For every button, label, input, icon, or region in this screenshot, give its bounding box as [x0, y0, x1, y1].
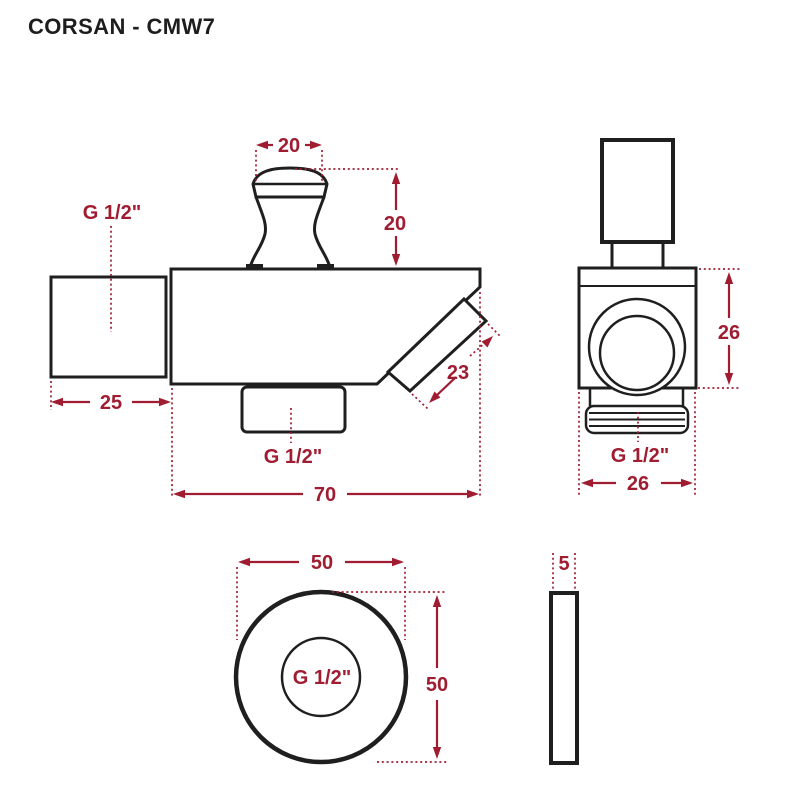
product-title: CORSAN - CMW7 — [28, 14, 216, 39]
dim-knob-width-label: 20 — [278, 135, 300, 157]
dim-body-length-label: 70 — [314, 484, 336, 506]
dim-outlet-diameter-label: 23 — [447, 362, 469, 384]
flange-side-view: 5 — [549, 553, 579, 765]
dimension-flange-thickness: 5 — [552, 553, 576, 591]
dim-end-width-label: 26 — [627, 473, 649, 495]
dim-flange-height-label: 50 — [426, 674, 448, 696]
dimension-flange-height: 50 — [332, 591, 448, 763]
dimension-flange-width: 50 — [236, 552, 406, 640]
dimension-outlet-diameter: 23 — [411, 323, 502, 410]
outlet-boss-front — [587, 297, 687, 397]
knob — [246, 166, 334, 269]
dimension-end-width: 26 — [578, 392, 696, 496]
outlet-boss — [385, 296, 489, 394]
dimension-knob-height: 20 — [295, 168, 406, 266]
dimension-inlet-length: 25 — [50, 381, 173, 498]
flange-inner-circle — [280, 636, 362, 718]
flange-thread-label: G 1/2" — [293, 667, 351, 689]
dimension-knob-width: 20 — [255, 135, 323, 184]
outlet-thread-label: G 1/2" — [264, 446, 322, 468]
flange-plate — [549, 591, 579, 765]
dim-flange-width-label: 50 — [311, 552, 333, 574]
dim-knob-height-label: 20 — [384, 213, 406, 235]
end-thread-callout: G 1/2" — [611, 412, 669, 467]
dim-flange-thickness-label: 5 — [558, 553, 569, 575]
end-knob — [600, 138, 675, 244]
flange-front-view: G 1/2" 50 50 — [233, 552, 448, 765]
end-view: 26 G 1/2" 26 — [577, 138, 740, 496]
side-view: 20 20 G 1/2" — [49, 135, 502, 506]
inlet-thread — [49, 275, 168, 379]
dimension-body-length: 70 — [173, 292, 481, 506]
dim-inlet-length-label: 25 — [100, 392, 122, 414]
end-thread-label: G 1/2" — [611, 445, 669, 467]
outlet-thread-callout: G 1/2" — [264, 408, 322, 468]
outlet-thread — [240, 385, 347, 434]
inlet-thread-label: G 1/2" — [83, 202, 141, 224]
dim-end-height-label: 26 — [718, 322, 740, 344]
inlet-thread-callout: G 1/2" — [83, 202, 141, 332]
outlet-thread-face — [598, 314, 676, 392]
dimension-end-height: 26 — [698, 268, 740, 389]
